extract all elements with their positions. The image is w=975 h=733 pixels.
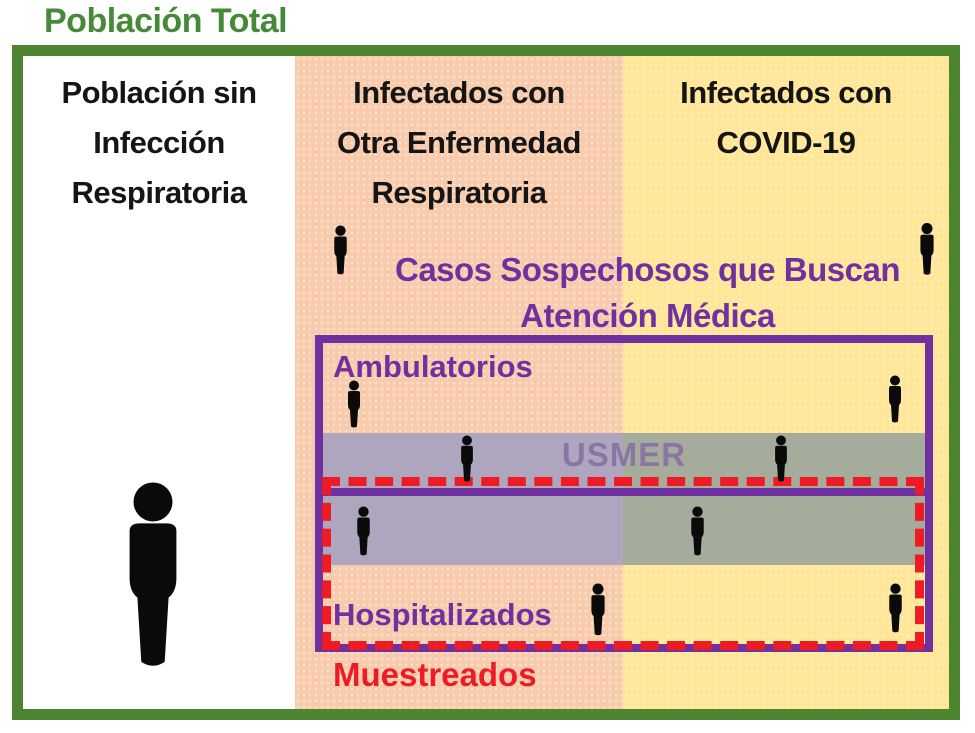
person-icon — [457, 435, 477, 484]
person-icon — [885, 375, 905, 425]
person-icon — [330, 225, 351, 277]
suspected-cases-caption: Casos Sospechosos que Buscan Atención Mé… — [340, 247, 955, 339]
header-line: Población sin — [61, 75, 257, 110]
person-icon — [344, 380, 364, 430]
person-icon — [353, 506, 374, 558]
sampled-label: Muestreados — [333, 656, 537, 693]
hospitalized-label: Hospitalizados — [333, 597, 552, 632]
suspected-cases-line1: Casos Sospechosos que Buscan — [395, 251, 901, 288]
ambulatory-label: Ambulatorios — [333, 349, 533, 384]
header-line: COVID-19 — [716, 125, 856, 160]
person-icon — [687, 506, 708, 558]
header-other-respiratory-disease: Infectados con Otra Enfermedad Respirato… — [295, 68, 623, 218]
suspected-cases-line2: Atención Médica — [520, 297, 775, 334]
header-line: Otra Enfermedad — [336, 125, 582, 160]
header-line: Respiratoria — [71, 175, 247, 210]
usmer-label: USMER — [561, 436, 687, 473]
header-line: Infectados con — [680, 75, 892, 110]
header-line: Infectados con — [353, 75, 565, 110]
person-icon — [916, 222, 938, 278]
header-no-respiratory-infection: Población sin Infección Respiratoria — [23, 68, 295, 218]
total-population-title: Población Total — [44, 2, 288, 40]
person-icon — [587, 583, 609, 638]
header-line: Respiratoria — [371, 175, 547, 210]
ambulatory-hospitalized-divider — [315, 488, 933, 496]
usmer-band-over-yellow — [623, 433, 925, 565]
sampled-box — [322, 477, 924, 650]
column-other-respiratory-disease — [295, 56, 623, 709]
header-line: Infección — [93, 125, 225, 160]
header-covid19: Infectados con COVID-19 — [623, 68, 949, 168]
person-icon — [114, 480, 192, 676]
person-icon — [771, 435, 791, 484]
person-icon — [885, 583, 906, 635]
